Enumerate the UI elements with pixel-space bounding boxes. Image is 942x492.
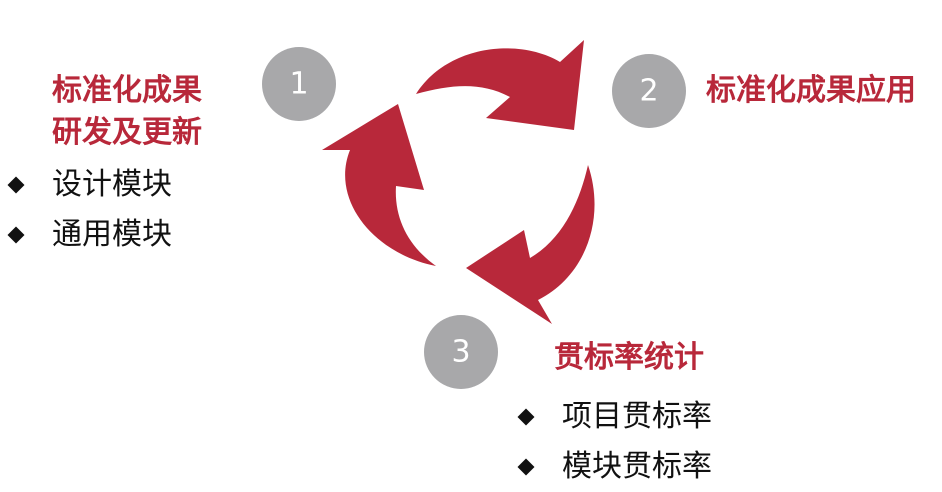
step-3-title-line-1: 贯标率统计 bbox=[554, 340, 704, 375]
step-2-title-line-1: 标准化成果应用 bbox=[706, 73, 916, 108]
step-1-item-1: 设计模块 bbox=[52, 167, 172, 202]
step-1-title-line-1: 标准化成果 bbox=[52, 73, 202, 108]
diamond-bullet-icon bbox=[7, 176, 25, 194]
step-2-number: 2 bbox=[639, 74, 658, 109]
step-1-circle bbox=[262, 47, 336, 121]
step-3-item-1: 项目贯标率 bbox=[562, 399, 712, 434]
diamond-bullet-icon bbox=[7, 226, 25, 244]
list-item: 模块贯标率 bbox=[517, 442, 712, 492]
step-1-item-list: 设计模块 通用模块 bbox=[7, 160, 172, 260]
step-1-title-line-2: 研发及更新 bbox=[52, 115, 202, 150]
diamond-bullet-icon bbox=[517, 408, 535, 426]
step-1-title: 标准化成果 研发及更新 bbox=[52, 70, 202, 154]
cycle-arrow-top bbox=[416, 40, 584, 130]
step-2-badge: 2 bbox=[612, 54, 686, 128]
step-3-badge: 3 bbox=[424, 315, 498, 389]
step-3-item-2: 模块贯标率 bbox=[562, 449, 712, 484]
step-3-title: 贯标率统计 bbox=[554, 337, 704, 379]
list-item: 通用模块 bbox=[7, 210, 172, 260]
step-3-item-list: 项目贯标率 模块贯标率 bbox=[517, 392, 712, 492]
list-item: 设计模块 bbox=[7, 160, 172, 210]
step-1-badge: 1 bbox=[262, 47, 336, 121]
step-1-item-2: 通用模块 bbox=[52, 217, 172, 252]
step-2-title: 标准化成果应用 bbox=[706, 70, 916, 112]
diamond-bullet-icon bbox=[517, 458, 535, 476]
list-item: 项目贯标率 bbox=[517, 392, 712, 442]
step-1-number: 1 bbox=[289, 67, 308, 102]
step-3-number: 3 bbox=[451, 335, 470, 370]
step-3-circle bbox=[424, 315, 498, 389]
step-2-circle bbox=[612, 54, 686, 128]
cycle-arrow-right bbox=[466, 165, 595, 324]
cycle-arrow-left bbox=[322, 104, 436, 266]
